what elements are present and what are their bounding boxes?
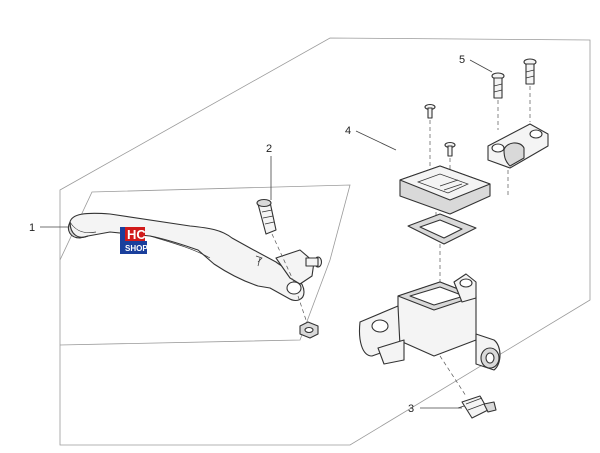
master-cylinder-body <box>358 273 501 397</box>
callout-5: 5 <box>459 54 493 73</box>
hc-shop-logo: HC SHOP <box>120 227 148 254</box>
pivot-bolt-part <box>256 198 307 321</box>
callout-1: 1 <box>29 222 68 234</box>
lever-nut-part <box>299 321 319 339</box>
reservoir-cover-part <box>399 165 491 232</box>
gasket-part <box>407 213 477 290</box>
isometric-frame <box>59 37 591 446</box>
logo-text-hc: HC <box>127 227 146 242</box>
callout-2: 2 <box>266 143 272 200</box>
clamp-bolts-part <box>491 58 537 130</box>
callout-3: 3 <box>408 403 462 415</box>
callout-number: 5 <box>459 54 465 66</box>
callout-number: 1 <box>29 222 35 234</box>
lever-part <box>67 212 323 301</box>
callout-number: 3 <box>408 403 414 415</box>
brake-switch-part <box>457 395 497 419</box>
callout-number: 2 <box>266 143 272 155</box>
callout-4: 4 <box>345 125 397 151</box>
cover-screws-part <box>424 103 456 170</box>
callout-number: 4 <box>345 125 351 137</box>
clamp-part <box>487 123 549 196</box>
logo-text-shop: SHOP <box>125 244 148 253</box>
